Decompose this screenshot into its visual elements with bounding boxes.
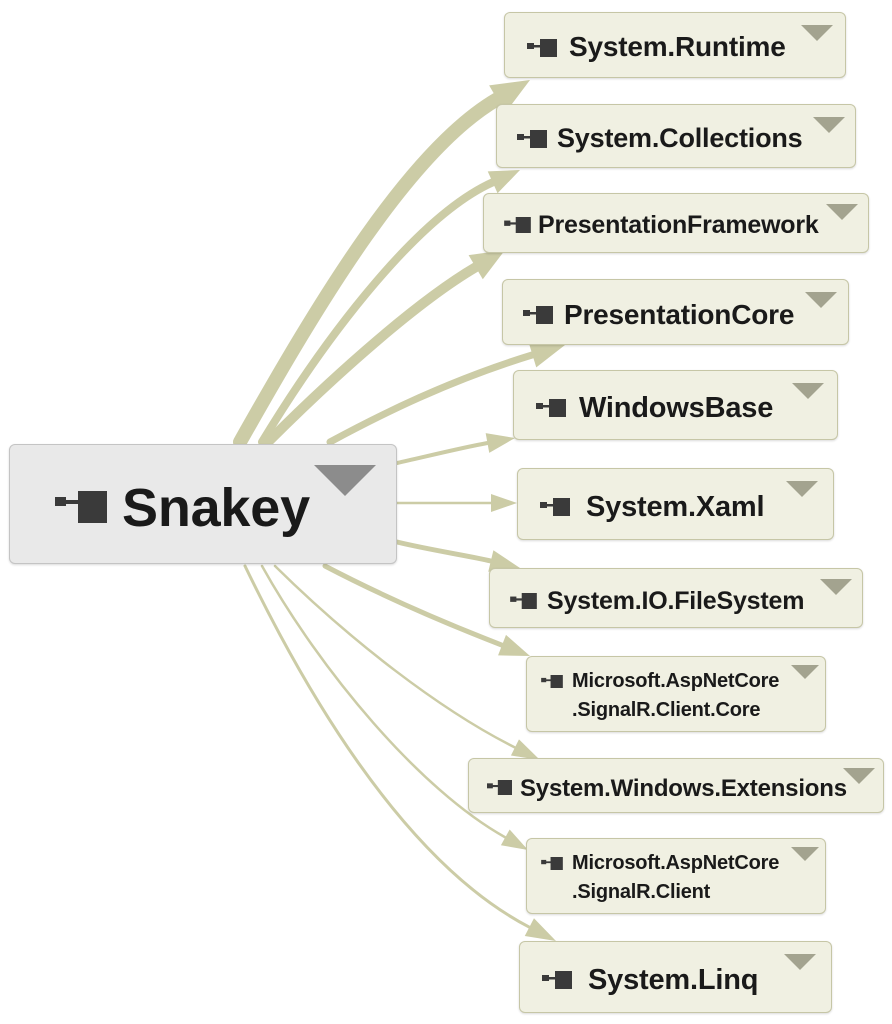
expand-caret-icon[interactable] xyxy=(801,25,833,41)
expand-caret-icon[interactable] xyxy=(826,204,858,220)
edge-layer xyxy=(233,80,565,941)
node-system-linq[interactable]: System.Linq xyxy=(519,941,832,1013)
node-label: Microsoft.AspNetCore .SignalR.Client xyxy=(572,852,780,903)
edge-arrowhead-4 xyxy=(485,433,515,453)
node-microsoft-aspnetcore-signalr-client[interactable]: Microsoft.AspNetCore .SignalR.Client xyxy=(526,838,826,914)
edge-2 xyxy=(263,262,481,447)
assembly-icon xyxy=(517,130,547,148)
assembly-icon xyxy=(504,217,531,233)
node-windowsbase[interactable]: WindowsBase xyxy=(513,370,838,440)
node-label: PresentationCore xyxy=(564,299,795,330)
edge-arrowhead-2 xyxy=(468,250,505,280)
edge-0 xyxy=(233,92,505,449)
expand-caret-icon[interactable] xyxy=(820,579,852,595)
expand-caret-icon[interactable] xyxy=(843,768,875,784)
assembly-icon xyxy=(510,593,537,609)
edge-arrowhead-5 xyxy=(491,494,517,512)
assembly-icon xyxy=(542,971,572,989)
node-label: System.Linq xyxy=(588,964,759,996)
assembly-icon xyxy=(536,399,566,417)
root-node-snakey[interactable]: Snakey xyxy=(9,444,397,564)
expand-caret-icon[interactable] xyxy=(813,117,845,133)
node-label: Microsoft.AspNetCore .SignalR.Client.Cor… xyxy=(572,670,780,721)
edge-9 xyxy=(260,564,507,839)
node-system-windows-extensions[interactable]: System.Windows.Extensions xyxy=(468,758,884,813)
node-system-runtime[interactable]: System.Runtime xyxy=(504,12,846,78)
edge-arrowhead-10 xyxy=(524,918,556,941)
edge-arrowhead-6 xyxy=(488,550,520,572)
edge-arrowhead-7 xyxy=(498,634,530,656)
edge-1 xyxy=(258,178,497,446)
node-label: System.IO.FileSystem xyxy=(547,587,805,615)
node-system-collections[interactable]: System.Collections xyxy=(496,104,856,168)
edge-10 xyxy=(243,564,531,929)
node-system-io-filesystem[interactable]: System.IO.FileSystem xyxy=(489,568,863,628)
node-presentationcore[interactable]: PresentationCore xyxy=(502,279,849,345)
root-label: Snakey xyxy=(122,478,310,538)
edge-6 xyxy=(394,539,494,564)
edge-arrowhead-0 xyxy=(489,80,530,113)
expand-caret-icon[interactable] xyxy=(791,665,819,679)
edge-8 xyxy=(273,564,517,749)
node-label: System.Xaml xyxy=(586,491,765,523)
expand-caret-icon[interactable] xyxy=(791,847,819,861)
assembly-icon xyxy=(527,39,557,57)
assembly-icon xyxy=(487,780,512,795)
node-label: System.Collections xyxy=(557,123,803,153)
edge-arrowhead-1 xyxy=(487,170,520,194)
assembly-icon xyxy=(523,306,553,324)
expand-caret-icon[interactable] xyxy=(314,465,376,496)
edge-arrowhead-3 xyxy=(528,342,565,368)
assembly-icon xyxy=(540,498,570,516)
node-label: PresentationFramework xyxy=(538,211,819,239)
assembly-icon xyxy=(55,491,107,523)
assembly-icon xyxy=(541,675,563,688)
edge-arrowhead-8 xyxy=(510,739,540,760)
expand-caret-icon[interactable] xyxy=(786,481,818,497)
assembly-icon xyxy=(541,857,563,870)
expand-caret-icon[interactable] xyxy=(784,954,816,970)
node-label: WindowsBase xyxy=(579,392,774,424)
node-microsoft-aspnetcore-signalr-client-core[interactable]: Microsoft.AspNetCore .SignalR.Client.Cor… xyxy=(526,656,826,732)
node-label: System.Runtime xyxy=(569,31,786,62)
edge-3 xyxy=(326,351,536,446)
node-label: System.Windows.Extensions xyxy=(520,775,847,802)
node-presentationframework[interactable]: PresentationFramework xyxy=(483,193,869,253)
edge-4 xyxy=(395,441,490,465)
edge-7 xyxy=(322,563,505,648)
expand-caret-icon[interactable] xyxy=(805,292,837,308)
edge-arrowhead-9 xyxy=(500,829,528,850)
expand-caret-icon[interactable] xyxy=(792,383,824,399)
node-system-xaml[interactable]: System.Xaml xyxy=(517,468,834,540)
